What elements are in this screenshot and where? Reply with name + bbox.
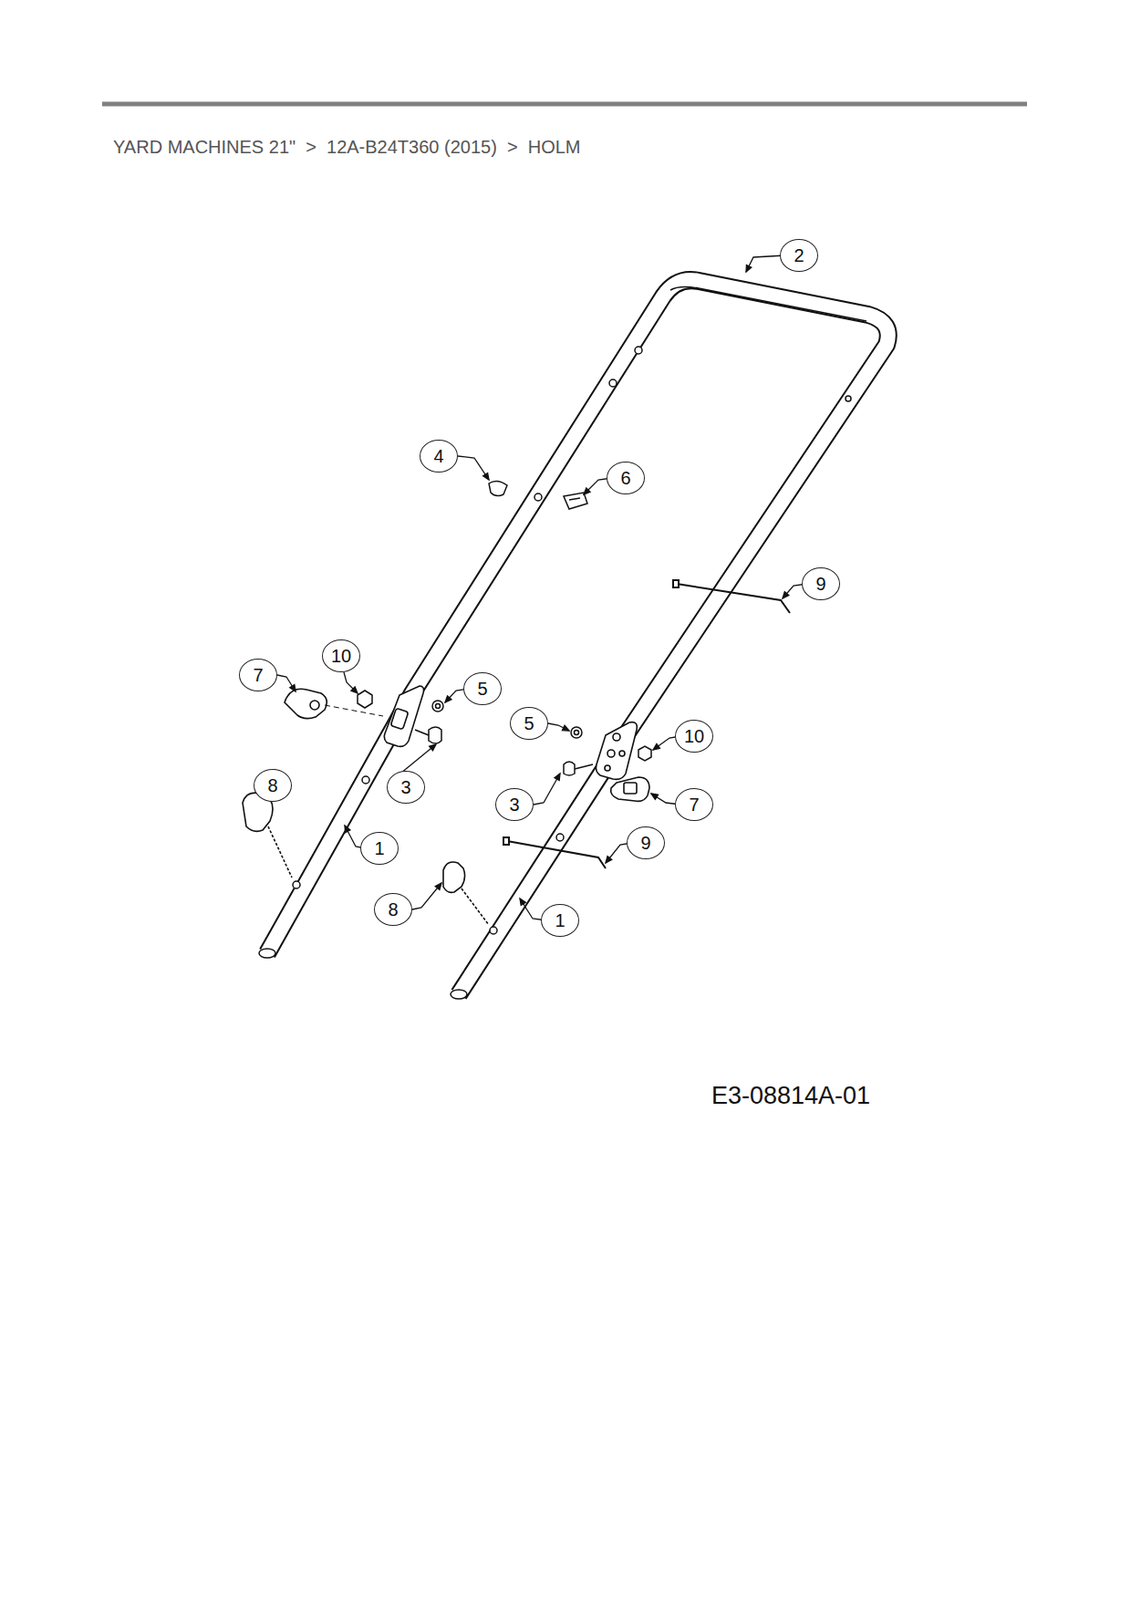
callout-number: 4 (419, 439, 458, 473)
leader-arrowhead (435, 882, 442, 890)
leader-arrowhead (782, 591, 789, 599)
leader-arrowhead (746, 264, 752, 272)
callout-number: 8 (373, 892, 413, 926)
drawing-number: E3-08814A-01 (711, 1081, 871, 1111)
leader-arrowhead (605, 856, 613, 863)
breadcrumb-title: YARD MACHINES 21" > 12A-B24T360 (2015) >… (113, 136, 582, 158)
leader-line (548, 723, 570, 731)
leader-line (457, 456, 489, 480)
callout-number: 9 (626, 826, 665, 860)
leader-arrowhead (351, 686, 358, 694)
callout-number: 10 (321, 639, 361, 673)
hardware (357, 690, 652, 776)
callout-number: 1 (360, 831, 399, 865)
callout-number: 2 (779, 238, 819, 272)
lever-knob (284, 688, 650, 801)
leader-arrowhead (519, 898, 526, 906)
handle-bracket (383, 685, 637, 779)
handle-tube (259, 280, 889, 999)
leader-arrowhead (483, 473, 489, 480)
callout-number: 5 (509, 706, 549, 740)
leader-arrowhead (344, 825, 351, 833)
leader-line (264, 255, 808, 921)
callout-number: 7 (674, 788, 714, 821)
callout-number: 1 (540, 903, 580, 937)
leader-line (343, 672, 358, 694)
leader-arrowhead (290, 684, 296, 692)
leader-arrowhead (429, 744, 436, 751)
cable-clip (488, 480, 588, 509)
callout-number: 5 (463, 672, 502, 706)
callout-number: 9 (801, 567, 841, 601)
tube-hole (292, 346, 851, 934)
callout-number: 6 (606, 461, 645, 495)
leader-arrowhead (653, 743, 660, 750)
leader-arrowhead (651, 793, 659, 799)
leader-line (277, 674, 296, 692)
leader-arrowhead (445, 695, 452, 703)
callout-number: 7 (238, 658, 278, 692)
adjust-knob (242, 792, 489, 925)
leader-arrowhead (561, 725, 570, 731)
leader-line (412, 882, 442, 910)
leader-arrowhead (583, 487, 591, 495)
leader-line (533, 773, 561, 805)
header-rule (102, 102, 1028, 107)
callout-number: 10 (674, 719, 714, 753)
callout-number: 3 (495, 788, 534, 821)
callout-number: 8 (253, 768, 292, 802)
callout-number: 3 (386, 770, 426, 804)
leader-arrowhead (554, 773, 561, 781)
cable-tie (503, 580, 790, 869)
